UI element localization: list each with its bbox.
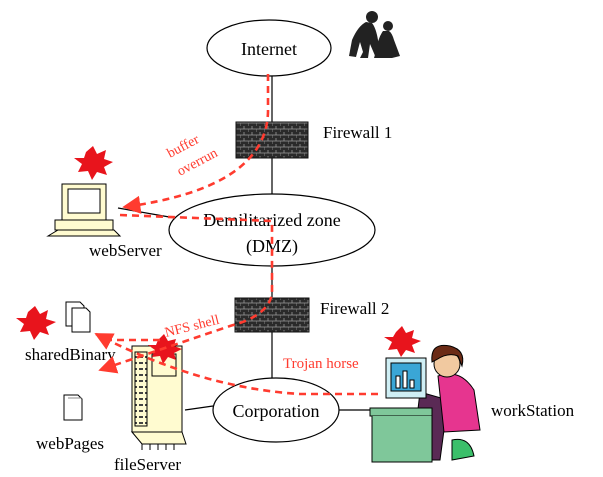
dmz-label-line1: Demilitarized zone bbox=[203, 210, 340, 230]
file-server-icon bbox=[130, 345, 187, 450]
firewall2-label: Firewall 2 bbox=[320, 299, 389, 318]
attacker-icon bbox=[349, 11, 400, 58]
nfs-shell-label: NFS shell bbox=[163, 313, 221, 341]
fileserver-label: fileServer bbox=[114, 455, 181, 474]
sharedbinary-document-icon bbox=[65, 301, 91, 333]
webserver-label: webServer bbox=[89, 241, 162, 260]
explosion-icon-webserver bbox=[74, 146, 113, 180]
corporation-node bbox=[212, 377, 340, 443]
nfs-shell-path bbox=[98, 213, 274, 374]
firewall1-icon bbox=[235, 121, 309, 159]
trojan-horse-label: Trojan horse bbox=[283, 356, 359, 372]
firewall1-label: Firewall 1 bbox=[323, 123, 392, 142]
sharedbinary-label: sharedBinary bbox=[25, 345, 116, 364]
workstation-label: workStation bbox=[491, 401, 575, 420]
attack-paths bbox=[94, 74, 378, 396]
firewall2-icon bbox=[234, 297, 310, 333]
workstation-user-icon bbox=[369, 344, 481, 463]
trojan-horse-path bbox=[94, 332, 378, 396]
webpages-label: webPages bbox=[36, 434, 104, 453]
dmz-label-line2: (DMZ) bbox=[246, 236, 298, 257]
explosion-icon-sharedbinary bbox=[16, 306, 56, 340]
webpages-document-icon bbox=[63, 394, 83, 421]
internet-label: Internet bbox=[241, 39, 297, 59]
corporation-label: Corporation bbox=[233, 401, 320, 421]
webserver-computer-icon bbox=[46, 183, 122, 237]
explosion-icon-workstation bbox=[384, 326, 421, 357]
